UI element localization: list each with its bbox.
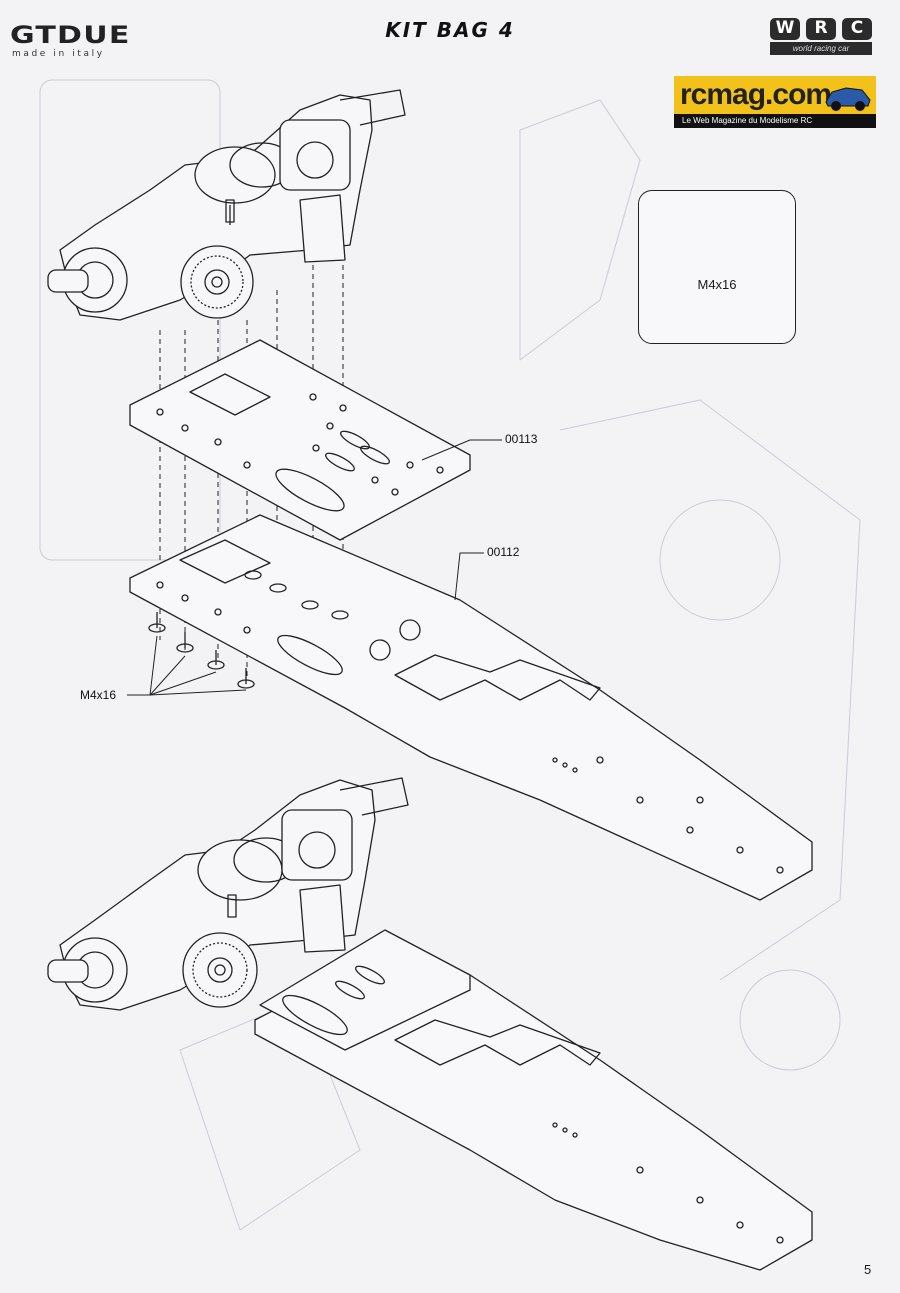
page-number: 5 <box>864 1262 872 1277</box>
wrc-logo: W R C world racing car <box>770 18 872 58</box>
rcmag-tagline: Le Web Magazine du Modelisme RC <box>674 114 876 128</box>
wrc-letter-r: R <box>806 18 836 40</box>
rcmag-watermark: rcmag.com Le Web Magazine du Modelisme R… <box>674 76 876 128</box>
gtdue-logo: GTDUE made in italy <box>10 21 155 64</box>
assembled-chassis <box>47 777 813 1271</box>
part-label-00113: 00113 <box>505 432 538 446</box>
wrc-letter-w: W <box>770 18 800 40</box>
brand-name: GTDUE <box>10 21 131 49</box>
page-title: KIT BAG 4 <box>385 18 515 42</box>
part-label-screws: M4x16 <box>80 688 117 702</box>
gearbox-exploded <box>47 89 406 321</box>
callout-screw-label: M4x16 <box>697 277 737 292</box>
part-label-00112: 00112 <box>487 545 520 559</box>
upper-plate-00113 <box>129 339 471 541</box>
main-chassis-00112 <box>129 514 813 901</box>
wrc-tagline: world racing car <box>770 42 872 55</box>
screw-callout-box: M4x16 <box>638 190 796 344</box>
rcmag-site: rcmag.com <box>680 78 832 111</box>
wrc-letter-c: C <box>842 18 872 40</box>
brand-tagline: made in italy <box>12 49 105 59</box>
car-icon <box>825 87 871 111</box>
screws-m4x16 <box>148 570 349 689</box>
